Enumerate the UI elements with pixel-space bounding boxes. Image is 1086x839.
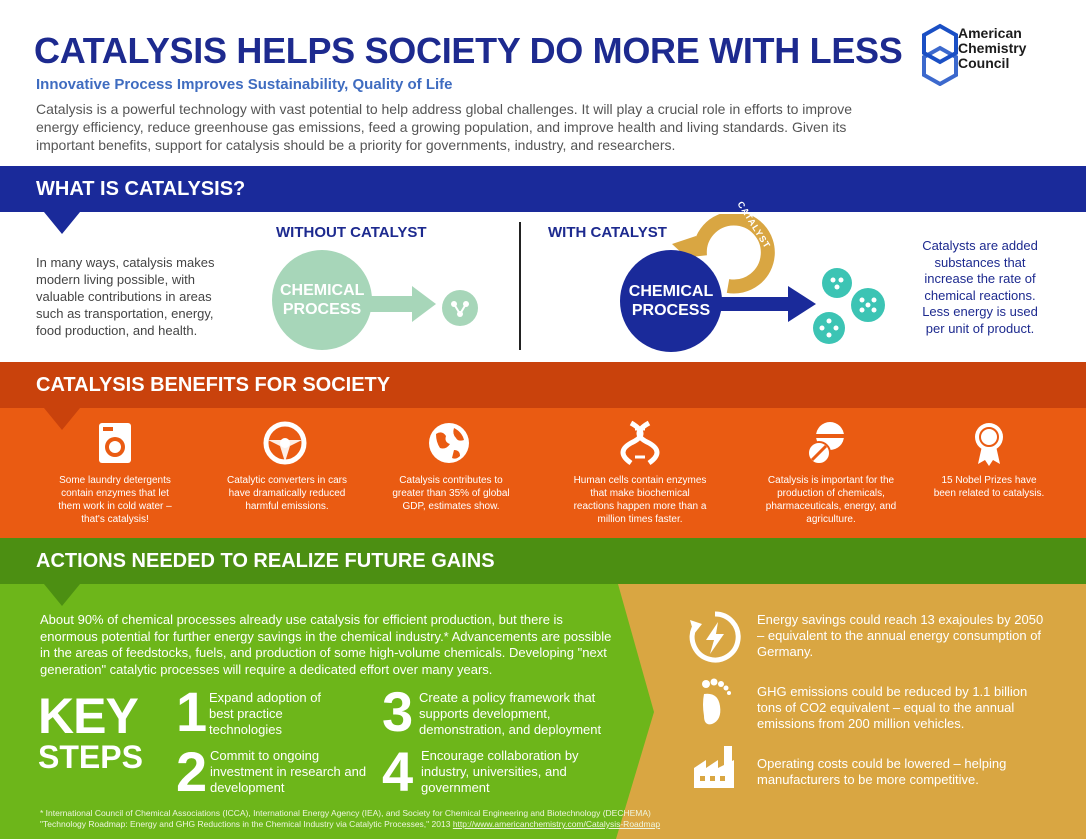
logo-text: American Chemistry Council — [958, 26, 1026, 71]
logo-line-1: American — [958, 25, 1022, 41]
step-number: 2 — [176, 740, 208, 803]
step-number: 1 — [176, 680, 208, 743]
step-text: Encourage collaboration by industry, uni… — [421, 748, 579, 795]
what-heading: WHAT IS CATALYSIS? — [36, 178, 246, 200]
page-title: CATALYSIS HELPS SOCIETY DO MORE WITH LES… — [34, 30, 903, 71]
process-label: CHEMICAL PROCESS — [628, 283, 714, 319]
actions-heading: ACTIONS NEEDED TO REALIZE FUTURE GAINS — [36, 550, 495, 572]
logo-line-2: Chemistry — [958, 40, 1027, 56]
step-text: Create a policy framework that supports … — [419, 690, 602, 737]
energy-cycle-icon — [689, 611, 741, 663]
factory-icon — [694, 746, 734, 788]
roadmap-link[interactable]: http://www.americanchemistry.com/Catalys… — [452, 819, 661, 829]
footnote-line-2: "Technology Roadmap: Energy and GHG Redu… — [40, 819, 800, 830]
section-notch — [44, 408, 80, 430]
header: CATALYSIS HELPS SOCIETY DO MORE WITH LES… — [0, 0, 1086, 166]
gain-text: GHG emissions could be reduced by 1.1 bi… — [757, 684, 1028, 731]
chemical-process-circle-with: CHEMICAL PROCESS — [620, 250, 722, 352]
benefit-text: Catalytic converters in cars have dramat… — [226, 475, 348, 512]
benefit-text: Catalysis contributes to greater than 35… — [392, 475, 510, 512]
step-number: 4 — [382, 740, 414, 803]
step-text: Expand adoption of best practice technol… — [209, 690, 322, 737]
actions-section: About 90% of chemical processes already … — [0, 584, 1086, 839]
benefits-heading-bar: CATALYSIS BENEFITS FOR SOCIETY — [0, 362, 1086, 408]
what-left-text: In many ways, catalysis makes modern liv… — [36, 255, 215, 338]
page-subtitle: Innovative Process Improves Sustainabili… — [36, 76, 453, 93]
step-number: 3 — [382, 680, 414, 743]
with-catalyst-heading: WITH CATALYST — [548, 224, 667, 241]
actions-paragraph: About 90% of chemical processes already … — [40, 612, 612, 677]
divider — [519, 222, 521, 350]
washing-machine-icon — [99, 423, 131, 463]
step-text: Commit to ongoing investment in research… — [210, 748, 367, 795]
arrow-icon — [370, 286, 436, 322]
what-section: In many ways, catalysis makes modern liv… — [0, 200, 1086, 362]
benefit-text: 15 Nobel Prizes have been related to cat… — [933, 475, 1045, 499]
steps-label: STEPS — [38, 739, 143, 775]
section-notch — [44, 584, 80, 606]
benefits-section: Some laundry detergents contain enzymes … — [0, 408, 1086, 538]
what-heading-bar: WHAT IS CATALYSIS? — [0, 166, 1086, 212]
molecules-icon — [813, 268, 885, 344]
acc-logo: American Chemistry Council — [918, 22, 1058, 86]
molecule-icon — [442, 290, 478, 326]
benefit-text: Human cells contain enzymes that make bi… — [573, 475, 707, 525]
footnote: * International Council of Chemical Asso… — [40, 808, 800, 830]
key-label: KEY — [38, 688, 139, 744]
benefit-text: Some laundry detergents contain enzymes … — [58, 475, 172, 525]
section-notch — [44, 212, 80, 234]
gain-text: Operating costs could be lowered – helpi… — [757, 756, 1007, 787]
footnote-source: "Technology Roadmap: Energy and GHG Redu… — [40, 819, 453, 829]
without-catalyst-heading: WITHOUT CATALYST — [276, 224, 427, 241]
dna-icon — [620, 420, 660, 466]
steering-wheel-icon — [263, 421, 307, 465]
award-ribbon-icon — [975, 423, 1003, 466]
logo-line-3: Council — [958, 55, 1010, 71]
hexagon-logo-icon — [922, 23, 958, 86]
pills-icon — [807, 422, 844, 465]
gain-text: Energy savings could reach 13 exajoules … — [757, 612, 1044, 659]
chemical-process-circle-without: CHEMICAL PROCESS — [272, 250, 372, 350]
arrow-icon — [720, 286, 816, 322]
benefit-text: Catalysis is important for the productio… — [765, 475, 897, 525]
process-label: CHEMICAL PROCESS — [280, 282, 365, 318]
footnote-line-1: * International Council of Chemical Asso… — [40, 808, 651, 818]
what-right-text: Catalysts are added substances that incr… — [922, 238, 1038, 336]
actions-heading-bar: ACTIONS NEEDED TO REALIZE FUTURE GAINS — [0, 538, 1086, 584]
intro-paragraph: Catalysis is a powerful technology with … — [36, 101, 853, 153]
benefits-heading: CATALYSIS BENEFITS FOR SOCIETY — [36, 374, 391, 396]
globe-icon — [429, 423, 469, 463]
footprint-icon — [702, 678, 731, 725]
